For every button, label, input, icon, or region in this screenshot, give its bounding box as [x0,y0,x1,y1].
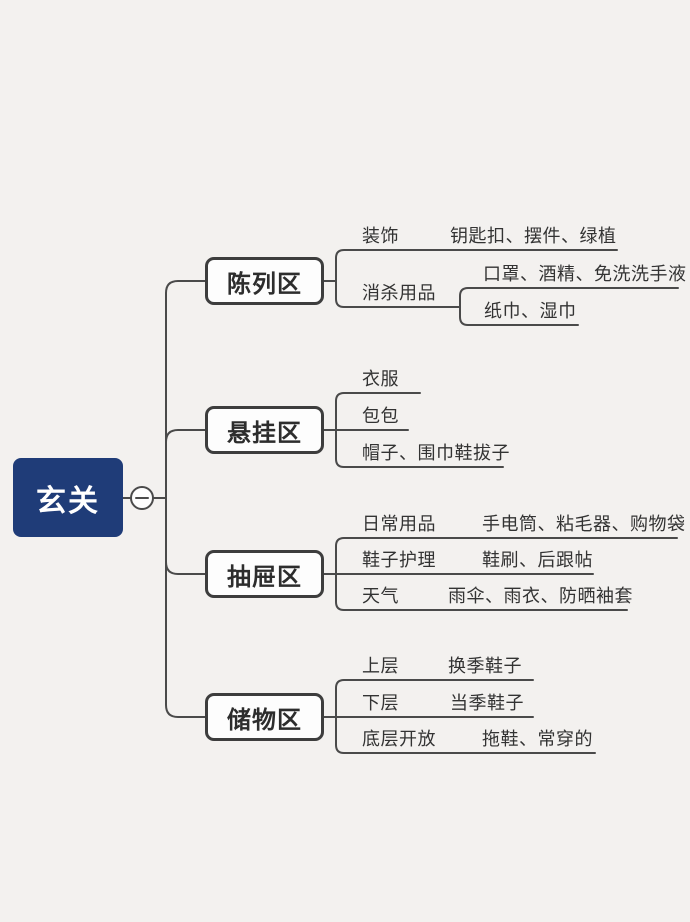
subtopic-decoration[interactable]: 装饰 [362,226,399,246]
item-lower-layer-list[interactable]: 当季鞋子 [450,693,524,713]
item-bottom-open-list[interactable]: 拖鞋、常穿的 [482,729,593,749]
subtopic-shoe-care[interactable]: 鞋子护理 [362,550,436,570]
connector-branch3-tap [165,561,206,575]
connector-b4-fork [335,679,596,754]
item-disinfection-list-1[interactable]: 口罩、酒精、免洗洗手液 [483,264,687,284]
connector-branch2-tap [165,429,206,443]
item-decoration-list[interactable]: 钥匙扣、摆件、绿植 [450,226,617,246]
branch-storage-area-label: 储物区 [227,706,302,734]
subtopic-bottom-open[interactable]: 底层开放 [362,729,436,749]
subtopic-clothes[interactable]: 衣服 [362,369,399,389]
subtopic-hats-scarves[interactable]: 帽子、围巾鞋拔子 [362,443,510,463]
connector-spine [165,280,206,718]
subtopic-bags[interactable]: 包包 [362,406,399,426]
item-upper-layer-list[interactable]: 换季鞋子 [448,656,522,676]
item-shoe-care-list[interactable]: 鞋刷、后跟帖 [482,550,593,570]
subtopic-lower-layer[interactable]: 下层 [362,693,399,713]
branch-display-area[interactable]: 陈列区 [205,257,324,305]
branch-storage-area[interactable]: 储物区 [205,693,324,741]
branch-drawer-area-label: 抽屉区 [227,563,302,591]
collapse-button[interactable] [130,486,154,510]
branch-hanging-area[interactable]: 悬挂区 [205,406,324,454]
subtopic-weather[interactable]: 天气 [362,586,399,606]
item-disinfection-list-2[interactable]: 纸巾、湿巾 [484,301,577,321]
subtopic-disinfection[interactable]: 消杀用品 [362,283,436,303]
subtopic-upper-layer[interactable]: 上层 [362,656,399,676]
item-daily-items-list[interactable]: 手电筒、粘毛器、购物袋 [482,514,686,534]
connector-b2-fork [335,392,504,468]
connector-b3-fork [335,537,678,611]
item-weather-list[interactable]: 雨伞、雨衣、防晒袖套 [448,586,633,606]
branch-display-area-label: 陈列区 [227,270,302,298]
branch-hanging-area-label: 悬挂区 [227,419,302,447]
connector-b1-subfork [459,287,679,326]
root-topic[interactable]: 玄关 [13,458,123,537]
branch-drawer-area[interactable]: 抽屉区 [205,550,324,598]
root-topic-label: 玄关 [36,484,100,518]
connector-b1-fork [335,249,618,308]
subtopic-daily-items[interactable]: 日常用品 [362,514,436,534]
